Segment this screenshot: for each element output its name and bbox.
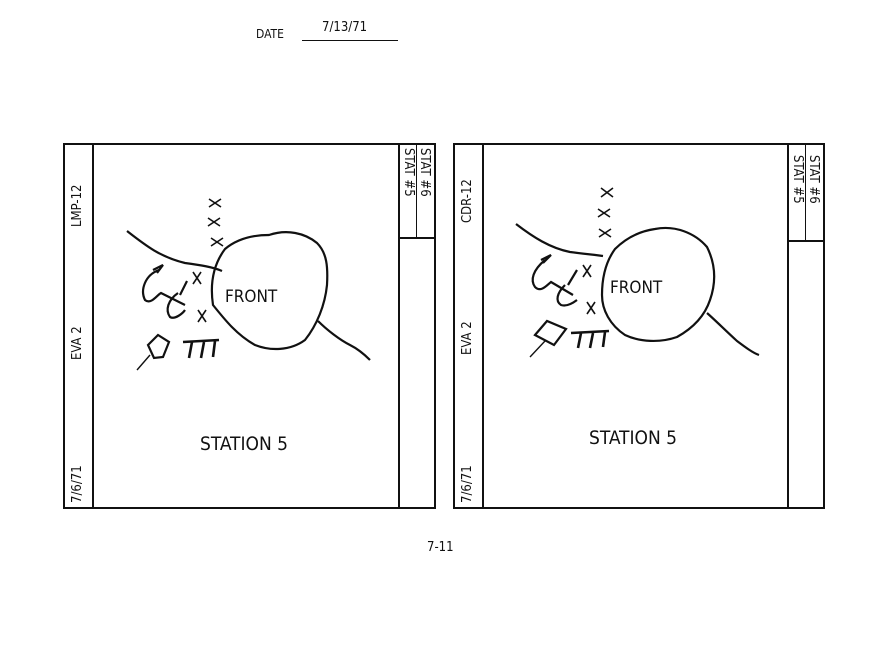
date-label: DATE xyxy=(256,27,284,41)
x-markers xyxy=(582,187,614,315)
left-label-strip: LMP-12 EVA 2 7/6/71 xyxy=(65,145,94,507)
boundary-line xyxy=(515,223,604,258)
station-sketch xyxy=(515,187,760,358)
left-label-strip: CDR-12 EVA 2 7/6/71 xyxy=(455,145,484,507)
stat-divider xyxy=(416,145,417,237)
photo-panel-cdr: CDR-12 EVA 2 7/6/71 STAT #6 STAT #5 xyxy=(453,143,825,509)
arrow-head-icon xyxy=(152,264,164,274)
box-marker-icon xyxy=(146,333,171,360)
station-label: STATION 5 xyxy=(589,427,678,449)
boundary-line xyxy=(317,320,371,361)
crater-rim-icon xyxy=(210,231,329,351)
x-markers xyxy=(192,198,224,323)
crater-rim-icon xyxy=(600,226,716,342)
arrow-head-icon xyxy=(540,254,552,264)
station-label: STATION 5 xyxy=(200,433,289,455)
feature-label: FRONT xyxy=(225,287,278,307)
stat-divider xyxy=(805,145,806,240)
station-sketch xyxy=(126,198,371,371)
curl-arrow-icon xyxy=(166,292,186,319)
box-marker-icon xyxy=(533,319,568,347)
boundary-line xyxy=(706,312,760,357)
tripod-symbol-icon xyxy=(570,329,610,349)
date-underline xyxy=(302,40,398,41)
arrow-icon xyxy=(136,354,151,371)
stat-box: STAT #6 STAT #5 xyxy=(789,145,823,242)
right-stat-strip: STAT #6 STAT #5 xyxy=(398,145,434,507)
stat-box: STAT #6 STAT #5 xyxy=(400,145,434,239)
date-value: 7/13/71 xyxy=(322,20,368,35)
curl-arrow-icon xyxy=(142,268,186,306)
curl-arrow-icon xyxy=(556,284,578,307)
arrow-icon xyxy=(179,280,188,296)
arrow-icon xyxy=(529,340,546,358)
boundary-line xyxy=(126,230,223,273)
page-number: 7-11 xyxy=(427,540,454,555)
right-stat-strip: STAT #6 STAT #5 xyxy=(787,145,823,507)
arrow-icon xyxy=(567,269,578,286)
feature-label: FRONT xyxy=(610,278,663,298)
tripod-symbol-icon xyxy=(182,338,220,359)
photo-panel-lmp: LMP-12 EVA 2 7/6/71 STAT #6 STAT #5 xyxy=(63,143,436,509)
curl-arrow-icon xyxy=(531,259,574,296)
